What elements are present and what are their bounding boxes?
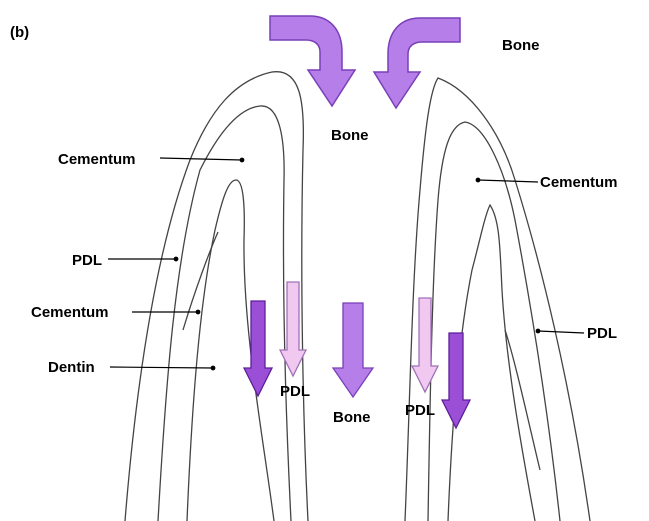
arrow-pink-right	[412, 298, 438, 392]
leader-pdl-right	[538, 331, 584, 333]
label-dentin: Dentin	[48, 360, 95, 375]
leader-cementum-right	[478, 180, 538, 182]
label-bone-center: Bone	[333, 410, 371, 425]
leader-cementum-left-upper	[160, 158, 242, 160]
curved-arrow-left	[270, 16, 355, 106]
label-pdl-right: PDL	[587, 326, 617, 341]
panel-label: (b)	[10, 25, 29, 40]
leader-dentin	[110, 367, 213, 368]
left-dentin-contour	[183, 232, 218, 330]
label-cementum-left-upper: Cementum	[58, 152, 136, 167]
curved-arrow-right	[374, 18, 460, 108]
label-bone-top-right: Bone	[502, 38, 540, 53]
label-pdl-left: PDL	[72, 253, 102, 268]
right-tooth-outlines	[405, 78, 590, 521]
arrow-violet-center	[333, 303, 373, 397]
label-cementum-left-lower: Cementum	[31, 305, 109, 320]
left-tooth-outlines	[125, 72, 308, 521]
curved-arrow-left-shape	[270, 16, 355, 106]
label-pdl-center-right: PDL	[405, 403, 435, 418]
label-bone-upper-center: Bone	[331, 128, 369, 143]
arrow-dark-right	[442, 333, 470, 428]
left-outer-bone-contour	[125, 72, 308, 521]
label-pdl-center-left: PDL	[280, 384, 310, 399]
left-pdl-contour	[158, 106, 291, 521]
curved-arrow-right-shape	[374, 18, 460, 108]
arrow-dark-left	[244, 301, 272, 396]
label-cementum-right: Cementum	[540, 175, 618, 190]
